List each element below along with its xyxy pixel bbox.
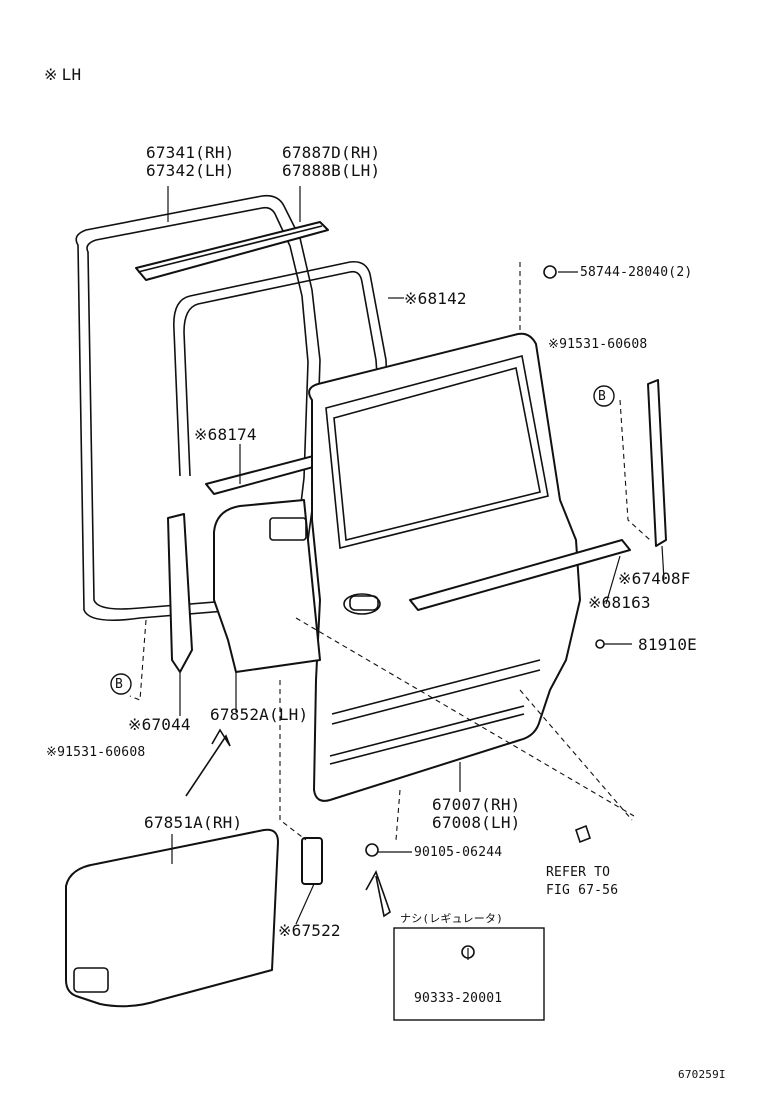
part-90333: 90333-20001 [414,991,503,1006]
door-weatherstrip [75,194,321,621]
label-67887: 67887D(RH) 67888B(LH) [282,144,380,180]
part-68142: ※68142 [404,289,467,308]
part-90105: 90105-06244 [414,845,503,860]
inner-frame-seal [173,260,389,477]
glass-run-channel [135,221,329,281]
callout-b-right: B [598,389,607,404]
lh-legend: ※LH [44,66,81,84]
label-67007: 67007(RH) 67008(LH) [432,796,521,832]
legend-text: LH [61,65,82,84]
no-regulator-note: ナシ(レギュレータ) [400,912,504,925]
refer-line-2: FIG 67-56 [546,883,619,898]
part-67342: 67342(LH) [146,161,235,180]
part-67522: ※67522 [278,921,341,940]
outer-belt-moulding [409,539,631,611]
refer-note: REFER TO FIG 67-56 [546,864,618,900]
door-trim-lh [213,499,321,673]
figure-number: 670259I [678,1068,726,1081]
part-67341: 67341(RH) [146,143,235,162]
service-hole-cover [301,837,323,885]
part-67888: 67888B(LH) [282,161,381,180]
part-81910: 81910E [638,635,697,654]
clip-90105 [365,843,379,857]
part-91531-right: ※91531-60608 [548,337,648,352]
label-67341: 67341(RH) 67342(LH) [146,144,235,180]
refer-line-1: REFER TO [546,865,611,880]
part-67007: 67007(RH) [432,795,521,814]
door-trim-rh [65,828,279,1008]
part-67044: ※67044 [128,715,191,734]
part-67852: 67852A(LH) [210,705,309,724]
rear-door-shell [308,332,581,802]
callout-b-left: B [115,677,124,692]
part-68174: ※68174 [194,425,257,444]
part-67008: 67008(LH) [432,813,521,832]
part-67408: ※67408F [618,569,691,588]
no-regulator-box [393,927,545,1021]
part-58744: 58744-28040(2) [580,265,693,280]
part-67851: 67851A(RH) [144,813,243,832]
part-68163: ※68163 [588,593,651,612]
legend-mark: ※ [44,65,58,84]
rear-side-trim [647,379,667,547]
door-side-trim [167,513,193,673]
part-67887: 67887D(RH) [282,143,381,162]
part-91531-left: ※91531-60608 [46,745,146,760]
